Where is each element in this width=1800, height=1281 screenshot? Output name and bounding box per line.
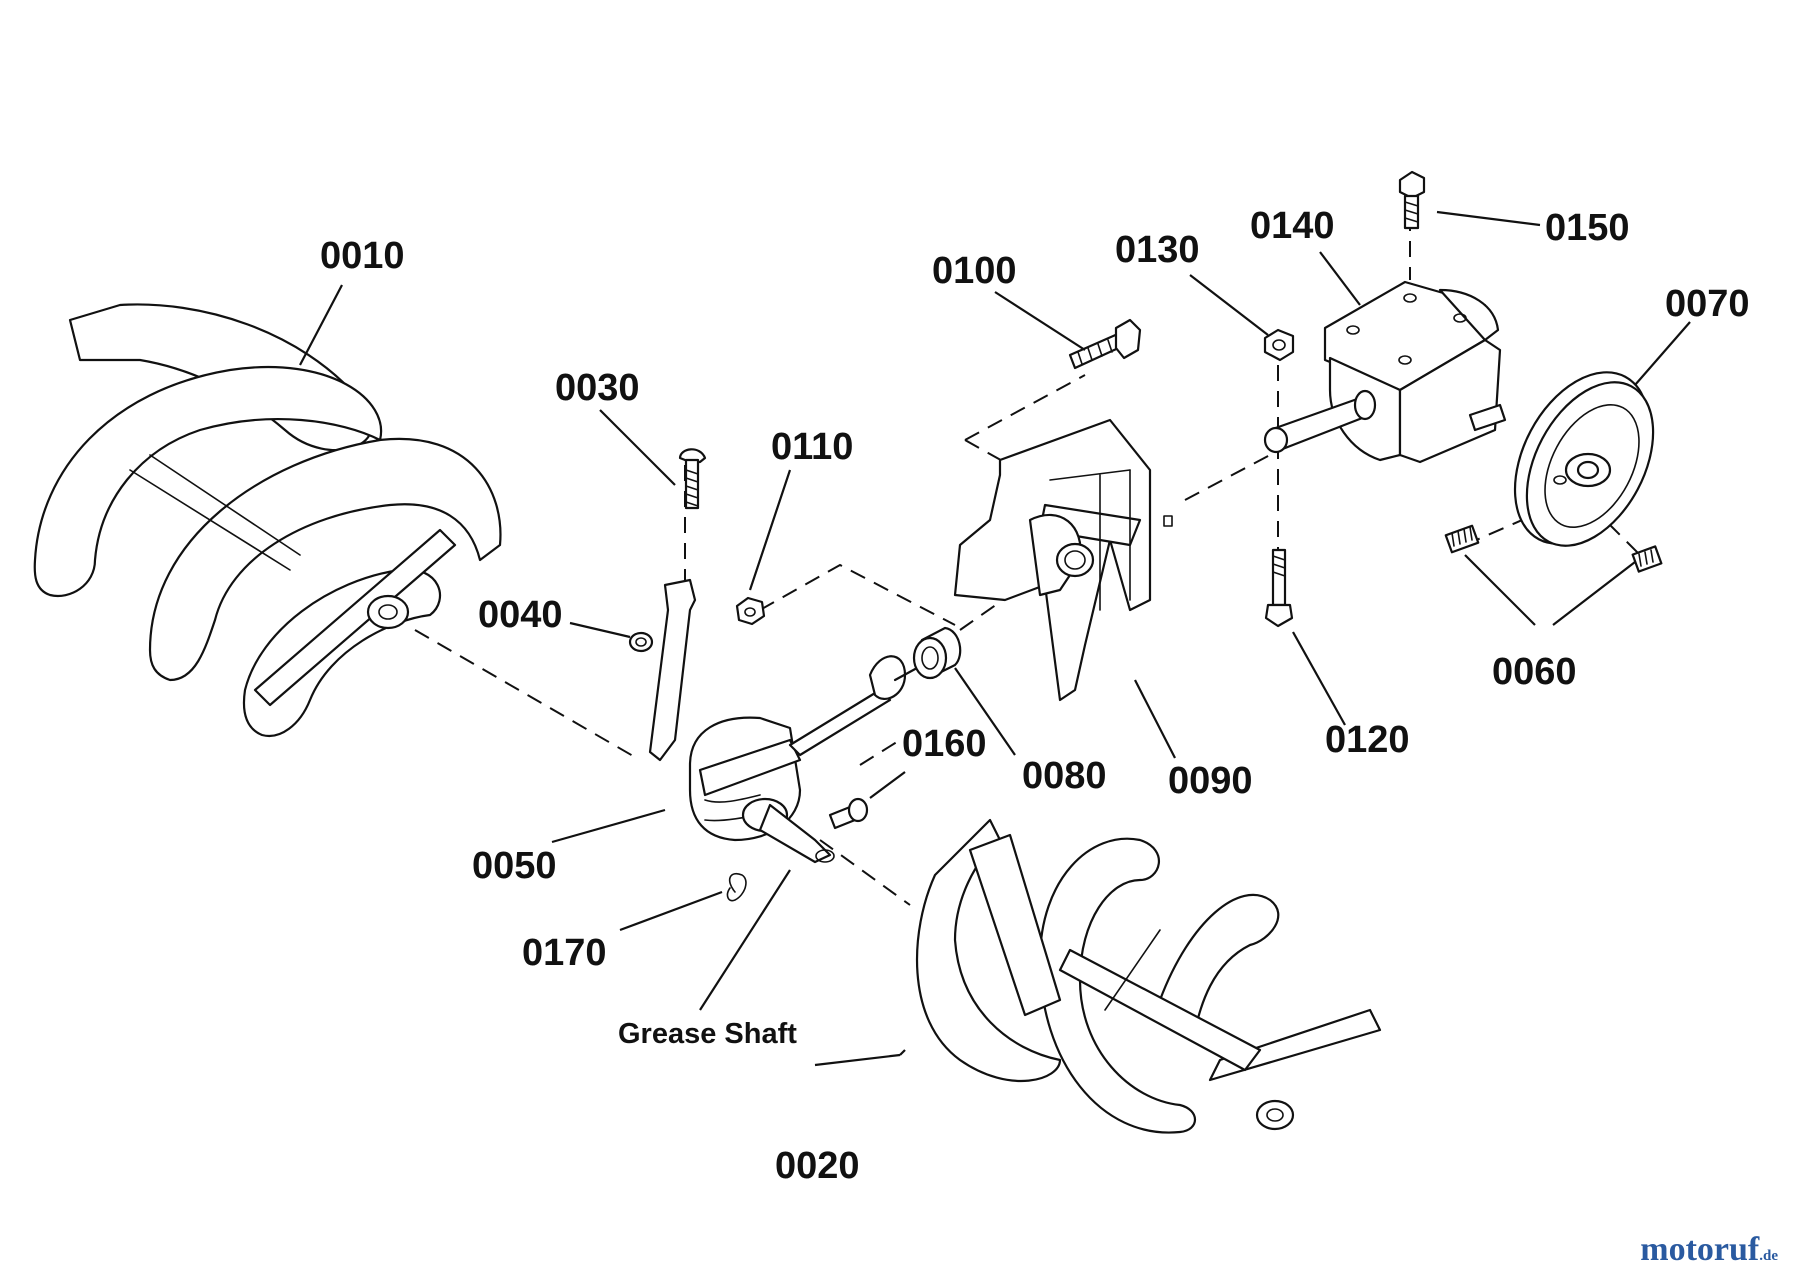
part-0130-nut (1263, 328, 1295, 362)
part-0110-hex-nut (735, 596, 766, 626)
label-0130: 0130 (1115, 229, 1200, 271)
part-0020-right-auger (916, 818, 1382, 1134)
part-0070-pulley (1513, 371, 1655, 547)
part-0120-long-bolt (1264, 548, 1294, 628)
motoruf-watermark-logo: motoruf.de (1640, 1231, 1778, 1269)
leader-lines (299, 210, 1691, 1067)
watermark-brand: motoruf (1640, 1231, 1760, 1268)
label-0030: 0030 (555, 367, 640, 409)
part-0040-flange-nut (628, 631, 654, 653)
label-grease-shaft: Grease Shaft (618, 1018, 797, 1050)
label-0020: 0020 (775, 1145, 860, 1187)
part-0050-auger-gearbox (648, 578, 952, 864)
label-0090: 0090 (1168, 760, 1253, 802)
label-0060: 0060 (1492, 651, 1577, 693)
part-0080-bushing (912, 626, 962, 680)
label-0070: 0070 (1665, 283, 1750, 325)
label-0120: 0120 (1325, 719, 1410, 761)
label-0110: 0110 (771, 426, 853, 468)
part-0100-hex-bolt (1068, 318, 1142, 370)
part-0060-set-screws (1444, 524, 1663, 573)
part-0010-left-auger (33, 303, 502, 738)
label-0170: 0170 (522, 932, 607, 974)
part-0140-right-angle-gearbox (1263, 280, 1507, 464)
label-0150: 0150 (1545, 207, 1630, 249)
label-0160: 0160 (902, 723, 987, 765)
label-0010: 0010 (320, 235, 405, 277)
part-0150-bolt (1398, 170, 1426, 230)
part-0030-carriage-bolt (678, 448, 707, 510)
watermark-tld: .de (1759, 1248, 1778, 1264)
part-0160-pin (828, 797, 869, 830)
label-0050: 0050 (472, 845, 557, 887)
label-0040: 0040 (478, 594, 563, 636)
label-0140: 0140 (1250, 205, 1335, 247)
part-labels: 0010 0020 0030 0040 0050 0060 0070 0080 … (320, 205, 1750, 1187)
part-0170-hairpin-clip (726, 873, 747, 902)
label-0080: 0080 (1022, 755, 1107, 797)
part-0090-housing-bracket (953, 418, 1173, 702)
label-0100: 0100 (932, 250, 1017, 292)
